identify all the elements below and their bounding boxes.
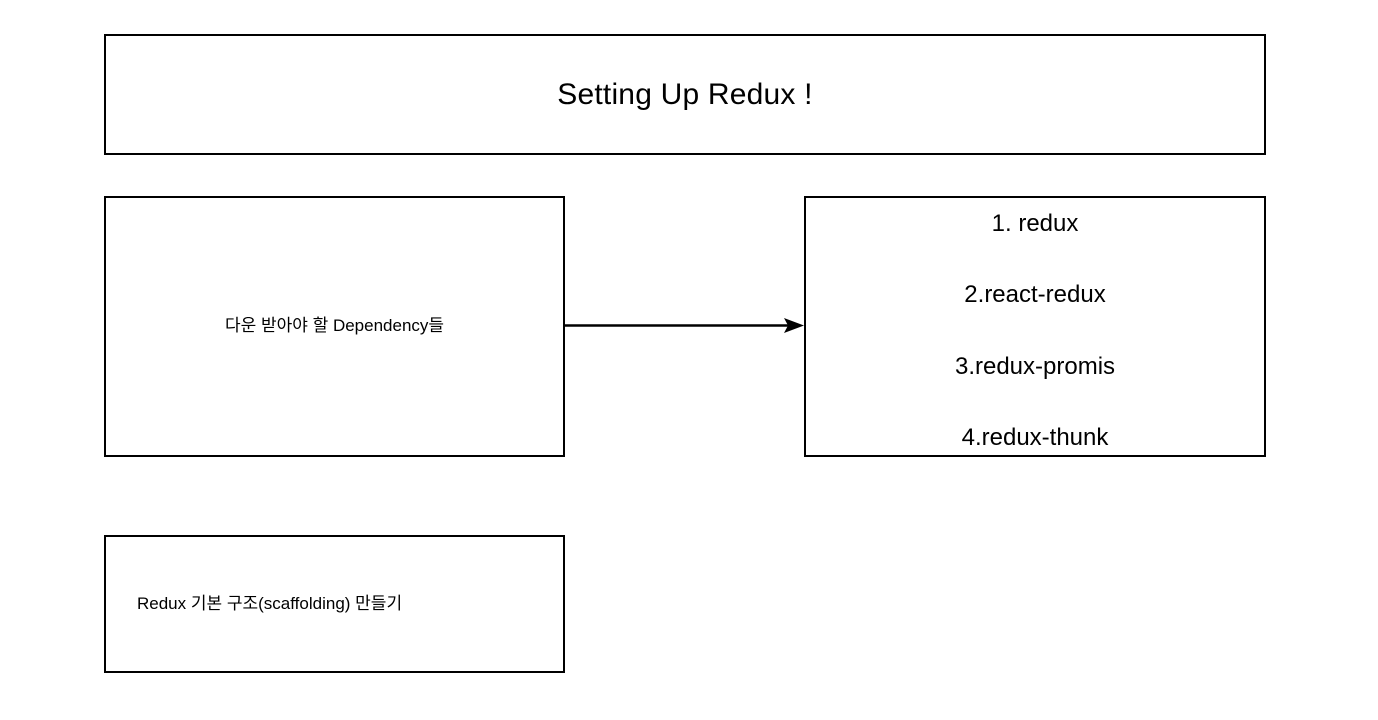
title-box: Setting Up Redux !: [104, 34, 1266, 155]
list-item: 3.redux-promis: [954, 353, 1116, 380]
package-list-box: 1. redux 2.react-redux 3.redux-promis 4.…: [804, 196, 1266, 457]
list-item: 1. redux: [991, 210, 1079, 237]
scaffolding-box-label: Redux 기본 구조(scaffolding) 만들기: [137, 593, 403, 613]
dependencies-box: 다운 받아야 할 Dependency들: [104, 196, 565, 457]
dependencies-box-label: 다운 받아야 할 Dependency들: [224, 316, 445, 336]
package-list: 1. redux 2.react-redux 3.redux-promis 4.…: [806, 198, 1264, 455]
scaffolding-box: Redux 기본 구조(scaffolding) 만들기: [104, 535, 565, 673]
list-item: 4.redux-thunk: [961, 424, 1109, 451]
arrow-right-icon: [560, 310, 810, 342]
list-item: 2.react-redux: [964, 281, 1106, 308]
title-box-label: Setting Up Redux !: [557, 77, 813, 111]
